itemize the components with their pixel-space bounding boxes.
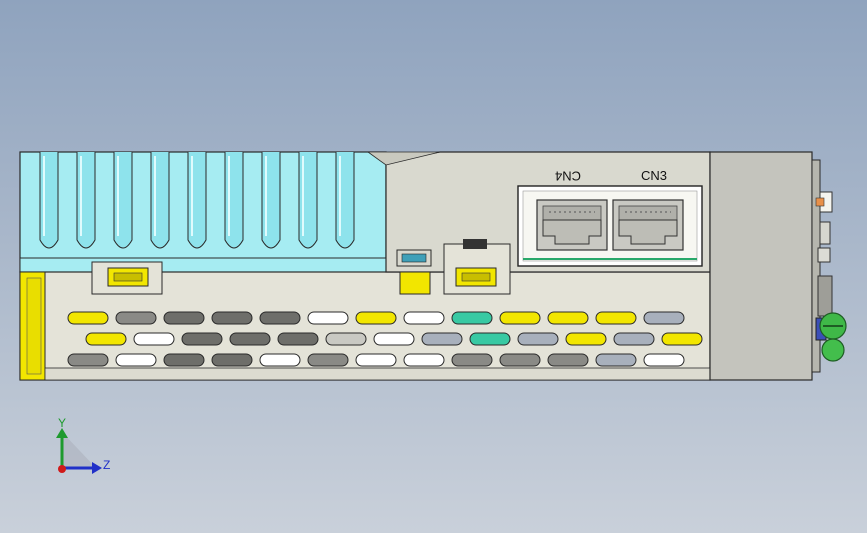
vent-slot (307, 311, 349, 325)
connector-label-cn3: CN3 (641, 168, 667, 183)
heatsink-fin (76, 152, 96, 249)
vent-slot (307, 353, 349, 367)
vent-slot (499, 311, 541, 325)
vent-slot (451, 311, 493, 325)
vent-slot (325, 332, 367, 346)
vent-slot (643, 353, 685, 367)
heatsink-fin (335, 152, 355, 249)
vent-slot (229, 332, 271, 346)
vent-slot (595, 353, 637, 367)
heatsink-fins (39, 152, 355, 249)
vent-slot (277, 332, 319, 346)
vent-slot (451, 353, 493, 367)
heatsink-fin (224, 152, 244, 249)
vent-slot (421, 332, 463, 346)
heatsink-fin (261, 152, 281, 249)
vent-slot (517, 332, 559, 346)
vent-slot (661, 332, 703, 346)
rj45-port-cn4[interactable] (536, 199, 608, 251)
screw-terminal-icon (819, 312, 847, 362)
vent-slot (373, 332, 415, 346)
vent-slot (499, 353, 541, 367)
vent-slot (547, 353, 589, 367)
vent-slot (67, 353, 109, 367)
heatsink (19, 151, 387, 273)
heatsink-fin (150, 152, 170, 249)
clip-left (91, 261, 163, 295)
vent-slot (547, 311, 589, 325)
vent-slot (163, 353, 205, 367)
axis-triad: Y Z (56, 416, 110, 474)
vent-slot (403, 353, 445, 367)
heatsink-fin (39, 152, 59, 249)
heatsink-fin (113, 152, 133, 249)
vent-slot (211, 311, 253, 325)
vent-slot (115, 311, 157, 325)
vent-slot (595, 311, 637, 325)
vent-slot (259, 311, 301, 325)
vent-slot (643, 311, 685, 325)
vent-slot (163, 311, 205, 325)
vent-slot (85, 332, 127, 346)
vent-slot (259, 353, 301, 367)
vent-slot (469, 332, 511, 346)
axis-z-arrow (62, 462, 102, 474)
indicator-led (396, 249, 432, 295)
vent-slot (355, 311, 397, 325)
vent-slot (115, 353, 157, 367)
origin-point-icon (58, 465, 66, 473)
cn4-label-text: CN4 (555, 169, 581, 184)
heatsink-fin (187, 152, 207, 249)
vent-slot (181, 332, 223, 346)
vent-slot (67, 311, 109, 325)
rj45-port-cn3[interactable] (612, 199, 684, 251)
vent-slot (355, 353, 397, 367)
axis-z-label: Z (103, 458, 110, 472)
axis-y-arrow (56, 428, 68, 468)
cn3-label-text: CN3 (641, 168, 667, 183)
vent-slot (403, 311, 445, 325)
clip-right (443, 239, 511, 295)
connector-label-cn4: CN4 (555, 169, 581, 184)
vent-slot (211, 353, 253, 367)
vent-slots (67, 311, 703, 367)
heatsink-fin (298, 152, 318, 249)
vent-slot (565, 332, 607, 346)
vent-slot (133, 332, 175, 346)
vent-slot (613, 332, 655, 346)
end-cap (709, 151, 847, 381)
axis-y-label: Y (58, 416, 66, 430)
